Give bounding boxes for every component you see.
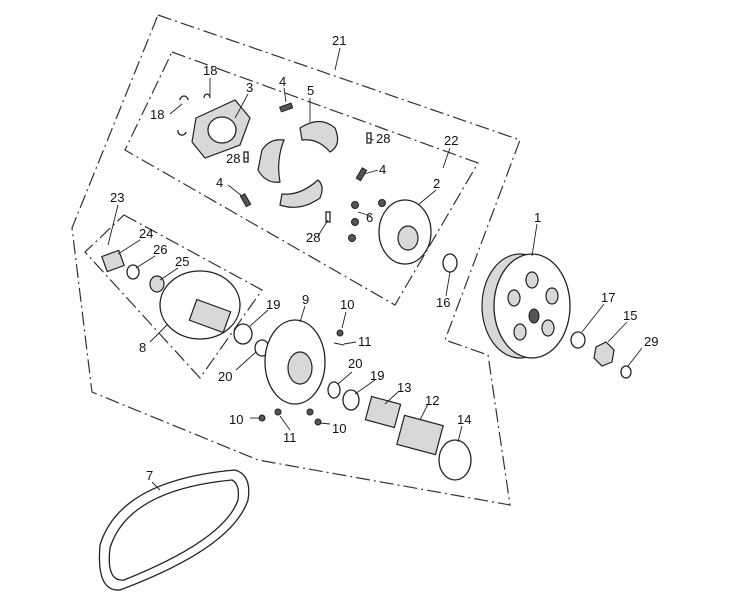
cap-14 — [438, 439, 472, 481]
callout-19-low: 19 — [370, 368, 384, 383]
callout-12: 12 — [425, 393, 439, 408]
washer-29 — [620, 365, 632, 379]
callout-7: 7 — [146, 468, 153, 483]
callout-26: 26 — [153, 242, 167, 257]
callout-1: 1 — [534, 210, 541, 225]
callout-16: 16 — [436, 295, 450, 310]
seal-19-b — [342, 389, 360, 411]
clutch-bell-1-hole-3 — [541, 319, 555, 337]
callout-25: 25 — [175, 254, 189, 269]
callout-28-left: 28 — [226, 151, 240, 166]
group-outlines — [71, 14, 521, 506]
spring-12 — [396, 414, 444, 456]
callout-22: 22 — [444, 133, 458, 148]
callout-11-low: 11 — [283, 430, 297, 445]
guide-11-b — [306, 408, 314, 416]
callout-24: 24 — [139, 226, 153, 241]
callout-18-left: 18 — [150, 107, 164, 122]
callout-20-left: 20 — [218, 369, 232, 384]
circlip-18-side — [177, 129, 187, 136]
callout-10-left: 10 — [229, 412, 243, 427]
clutch-bell-parts — [442, 253, 632, 379]
callout-23: 23 — [110, 190, 124, 205]
drive-belt-7-inner — [108, 479, 240, 581]
driven-pulley-parts — [101, 249, 472, 481]
nut-15 — [593, 341, 615, 367]
group-21-outline — [71, 14, 521, 506]
clutch-bell-1-hole-5 — [507, 289, 521, 307]
plate-3-hole — [207, 116, 237, 144]
callout-4-mid: 4 — [379, 162, 386, 177]
clutch-bell-1-center — [528, 308, 540, 324]
bearing-24 — [101, 249, 125, 273]
bushing-6-c — [348, 234, 356, 242]
callout-19-top: 19 — [266, 297, 280, 312]
callout-13: 13 — [397, 380, 411, 395]
pin-10-left — [258, 414, 266, 422]
guide-11-a — [274, 408, 282, 416]
spring-4-mid — [355, 167, 368, 182]
circlip-18-top — [179, 95, 189, 101]
guide-11-top — [333, 342, 345, 346]
spring-4-top — [279, 102, 294, 113]
washer-17 — [570, 331, 586, 349]
clutch-shoe-5-bottom — [279, 179, 323, 208]
callout-17: 17 — [601, 290, 615, 305]
drive-plate-2-hub — [397, 225, 419, 251]
pin-10-top — [336, 329, 344, 337]
callout-29: 29 — [644, 334, 658, 349]
clutch-bell-1-hole-2 — [545, 287, 559, 305]
callout-4-low: 4 — [216, 175, 223, 190]
oring-20-b — [327, 381, 341, 399]
bushing-6-d — [378, 199, 386, 207]
callout-8: 8 — [139, 340, 146, 355]
collar-13 — [364, 395, 402, 429]
pin-10-right — [314, 418, 322, 426]
clutch-shoe-5-top — [299, 120, 339, 153]
callout-18-top: 18 — [203, 63, 217, 78]
group-22-outline — [124, 51, 479, 306]
group-23-outline — [84, 214, 263, 379]
callout-14: 14 — [457, 412, 471, 427]
spring-4-low — [239, 193, 252, 208]
callout-28-low: 28 — [306, 230, 320, 245]
bushing-6-b — [351, 218, 359, 226]
callout-9: 9 — [302, 292, 309, 307]
clutch-bell-1-face — [493, 253, 571, 359]
callout-28-right: 28 — [376, 131, 390, 146]
seal-26 — [126, 264, 140, 280]
leader-lines — [107, 47, 643, 491]
callout-2: 2 — [433, 176, 440, 191]
bushing-6-a — [351, 201, 359, 209]
pulley-shaft-8 — [188, 298, 232, 334]
callout-10-right: 10 — [332, 421, 346, 436]
callout-10-top: 10 — [340, 297, 354, 312]
callout-labels: 21 22 23 18 18 3 4 5 28 28 4 4 2 6 28 1 … — [110, 33, 658, 483]
pin-28-low — [325, 211, 331, 223]
clutch-shoe-5-left — [257, 139, 285, 183]
callout-6: 6 — [366, 210, 373, 225]
callout-11-top: 11 — [358, 334, 372, 349]
clutch-carrier-parts — [177, 93, 432, 265]
washer-16 — [442, 253, 458, 273]
callout-4-top: 4 — [279, 74, 286, 89]
drive-belt-7 — [98, 469, 250, 591]
clutch-bell-1-hole-4 — [513, 323, 527, 341]
callout-15: 15 — [623, 308, 637, 323]
seal-19-a — [233, 323, 253, 345]
pin-28-left — [243, 151, 249, 163]
pulley-half-9-hub — [287, 351, 313, 385]
callout-20-right: 20 — [348, 356, 362, 371]
clutch-bell-1-hole-1 — [525, 271, 539, 289]
circlip-18-right — [203, 93, 211, 99]
callout-21: 21 — [332, 33, 346, 48]
callout-3: 3 — [246, 80, 253, 95]
callout-5: 5 — [307, 83, 314, 98]
